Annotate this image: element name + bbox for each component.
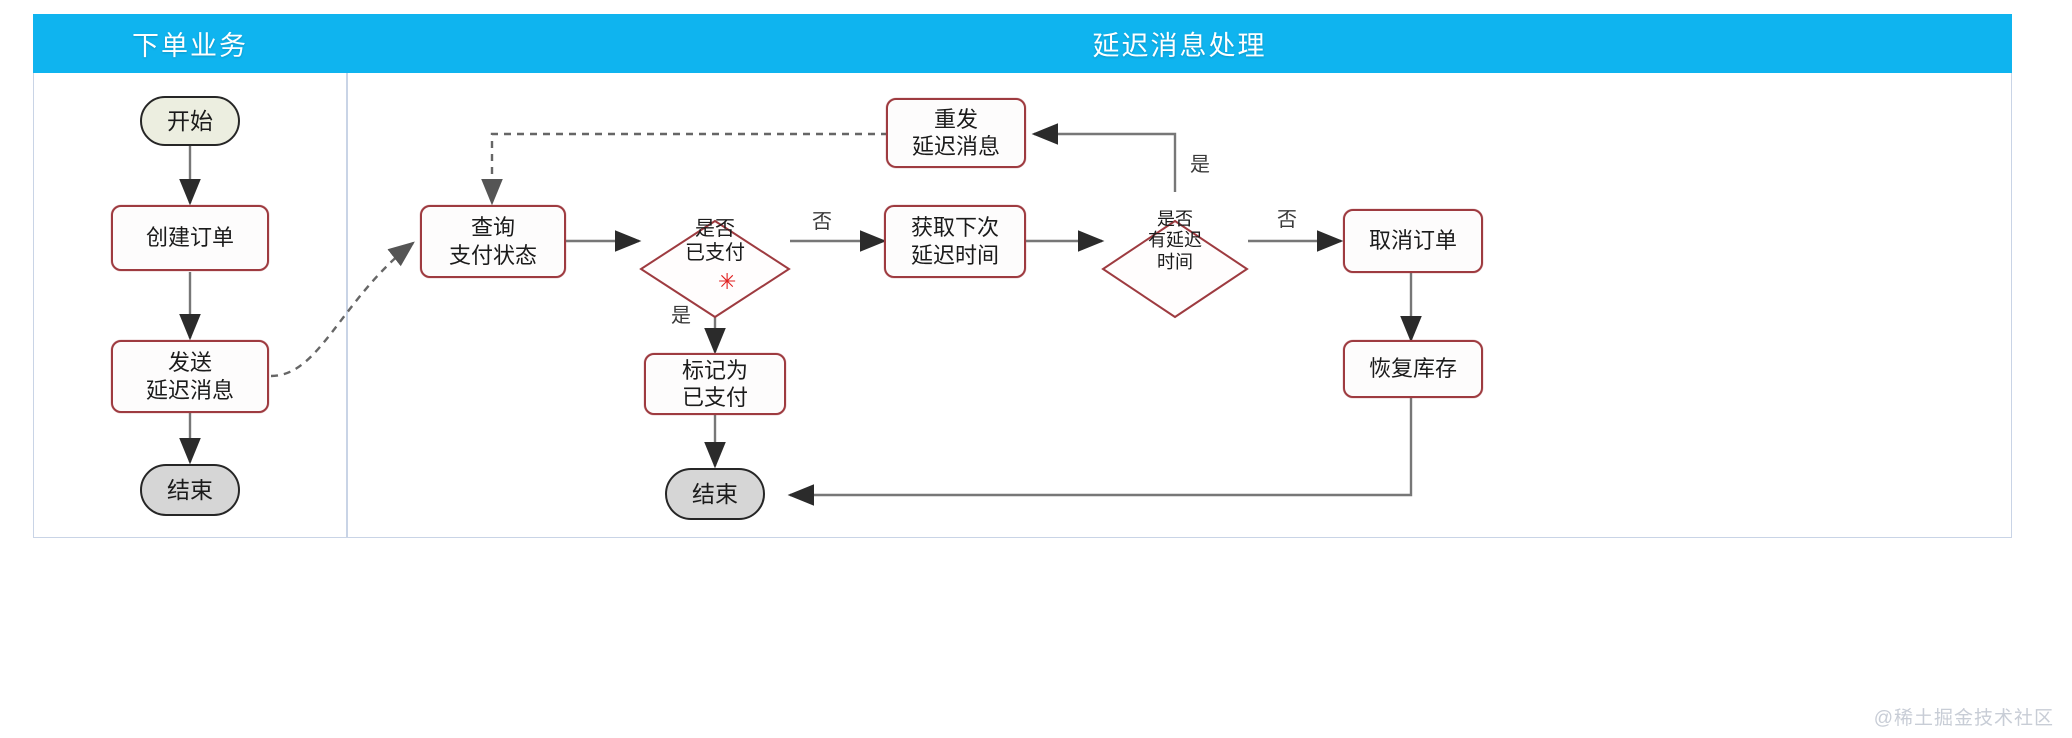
annotation-marker-icon: ✳ [718,269,737,294]
node-resend-delay[interactable]: 重发 延迟消息 [886,98,1026,168]
node-start[interactable]: 开始 [140,96,240,146]
diamond-shape-is-paid [639,191,791,318]
node-has-delay[interactable]: 是否 有延迟 时间 [1101,191,1249,318]
lane-delay-label: 延迟消息处理 [1092,31,1267,61]
lane-header-order: 下单业务 [33,14,347,73]
diamond-shape-has-delay [1101,191,1249,318]
node-is-paid-label: 是否 已支付 [685,218,745,264]
watermark: @稀土掘金技术社区 [1873,708,2054,729]
edge-label-has-delay-yes: 是 [1190,154,1210,176]
node-restore-stock[interactable]: 恢复库存 [1343,340,1483,398]
node-next-delay[interactable]: 获取下次 延迟时间 [884,205,1026,278]
node-create-order-label: 创建订单 [145,225,234,251]
node-end-left-label: 结束 [167,476,213,503]
node-query-pay[interactable]: 查询 支付状态 [420,205,566,278]
node-resend-delay-label: 重发 延迟消息 [911,106,1000,160]
node-restore-stock-label: 恢复库存 [1368,356,1457,382]
node-cancel-order[interactable]: 取消订单 [1343,209,1483,273]
node-cancel-order-label: 取消订单 [1368,228,1457,254]
lane-order-frame [33,14,347,538]
lane-order-label: 下单业务 [132,31,248,61]
node-end-right[interactable]: 结束 [665,468,765,520]
node-mark-paid-label: 标记为 已支付 [681,357,748,411]
node-create-order[interactable]: 创建订单 [111,205,269,271]
edge-label-is-paid-yes: 是 [671,305,691,327]
edge-label-is-paid-no: 否 [812,211,832,233]
node-mark-paid[interactable]: 标记为 已支付 [644,353,786,415]
node-query-pay-label: 查询 支付状态 [448,215,537,268]
node-next-delay-label: 获取下次 延迟时间 [910,215,999,268]
node-is-paid[interactable]: 是否 已支付 [639,191,791,318]
edge-label-has-delay-no: 否 [1277,209,1297,231]
node-send-delay-label: 发送 延迟消息 [145,350,234,403]
node-has-delay-label: 是否 有延迟 时间 [1148,208,1202,272]
node-end-right-label: 结束 [692,480,738,507]
lane-header-delay: 延迟消息处理 [347,14,2012,73]
node-end-left[interactable]: 结束 [140,464,240,516]
node-send-delay[interactable]: 发送 延迟消息 [111,340,269,413]
node-start-label: 开始 [167,107,213,134]
